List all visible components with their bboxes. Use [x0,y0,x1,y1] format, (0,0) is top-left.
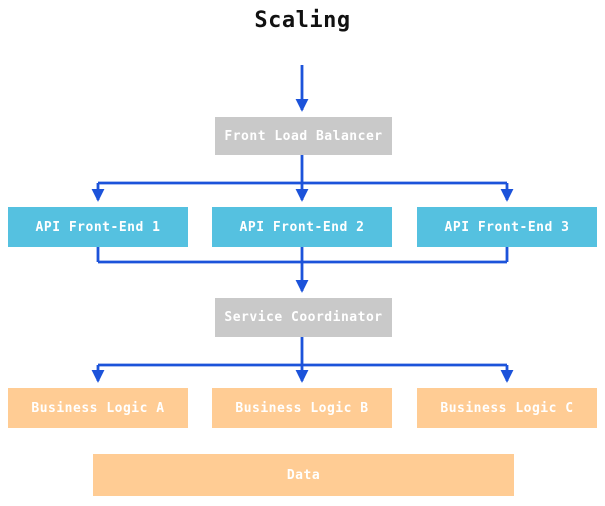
node-business-logic-a: Business Logic A [8,388,188,428]
node-business-logic-c: Business Logic C [417,388,597,428]
diagram-title: Scaling [254,8,351,33]
node-label: API Front-End 1 [35,219,161,235]
node-label: Business Logic A [31,400,165,416]
node-label: API Front-End 3 [444,219,570,235]
node-api-front-end-2: API Front-End 2 [212,207,392,247]
node-label: Front Load Balancer [224,128,383,144]
node-api-front-end-1: API Front-End 1 [8,207,188,247]
node-label: Business Logic C [440,400,574,416]
node-business-logic-b: Business Logic B [212,388,392,428]
node-label: Data [286,467,321,483]
node-front-load-balancer: Front Load Balancer [215,117,392,155]
node-label: Business Logic B [235,400,369,416]
node-api-front-end-3: API Front-End 3 [417,207,597,247]
node-label: Service Coordinator [224,310,383,325]
node-service-coordinator: Service Coordinator [215,298,392,337]
node-data: Data [93,454,514,496]
node-label: API Front-End 2 [239,219,365,235]
